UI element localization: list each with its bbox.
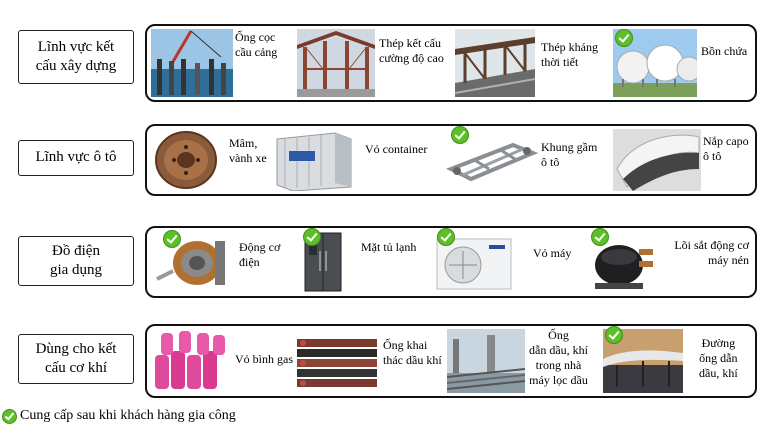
caption-container: Vỏ container [365,142,428,156]
item-refinery-pipe: Ống dẫn dầu, khí trong nhà máy lọc dầu [447,326,603,396]
steel-bridge-photo [455,29,535,97]
container-photo [275,129,353,191]
checkmark-icon [303,228,321,246]
item-storage-tank: Bồn chứa [613,26,751,100]
ac-unit-photo [433,231,515,293]
item-compressor: Lõi sắt động cơ máy nén [585,228,753,296]
row-label-automotive: Lĩnh vực ô tô [18,140,134,176]
item-car-chassis: Khung gầm ô tô [443,126,609,194]
checkmark-icon [2,408,17,424]
gas-cylinder-photo [151,329,229,393]
port-pipe-pile-photo [151,29,233,97]
caption-wheel-rim: Mâm, vành xe [229,136,267,165]
caption-high-strength-steel: Thép kết cấu cường độ cao [379,36,444,65]
row-label-construction: Lĩnh vực kết cấu xây dựng [18,30,134,84]
item-wheel-rim: Mâm, vành xe [151,126,275,194]
row-mechanical: Vỏ bình gas Ống khai thác dầu khí [145,324,757,398]
oil-pipe-photo [297,329,377,393]
item-port-pipe-pile: Ống cọc cầu cảng [151,26,297,100]
item-electric-motor: Động cơ điện [153,228,297,296]
item-gas-cylinder: Vỏ bình gas [151,326,297,396]
row-construction: Ống cọc cầu cảng Thép kết cấu cường độ c… [145,24,757,102]
caption-gas-cylinder: Vỏ bình gas [235,352,293,366]
caption-ac-unit: Vỏ máy [533,246,572,260]
row-automotive: Mâm, vành xe Vỏ container [145,124,757,196]
caption-electric-motor: Động cơ điện [239,240,281,269]
row-label-appliances: Đồ điện gia dụng [18,236,134,286]
steel-structure-photo [297,29,375,97]
checkmark-icon [451,126,469,144]
item-car-hood: Nắp capo ô tô [613,126,753,194]
car-hood-photo [613,129,701,191]
caption-car-chassis: Khung gầm ô tô [541,140,598,169]
checkmark-icon [163,230,181,248]
caption-refrigerator: Mặt tủ lạnh [361,240,417,254]
checkmark-icon [437,228,455,246]
checkmark-icon [591,228,609,246]
item-weathering-steel: Thép kháng thời tiết [455,26,613,100]
checkmark-icon [605,326,623,344]
item-ac-unit: Vỏ máy [433,228,583,296]
electric-motor-photo [153,231,235,293]
legend: Cung cấp sau khi khách hàng gia công [2,408,236,424]
item-pipeline: Đường ống dẫn dầu, khí [603,326,753,396]
caption-weathering-steel: Thép kháng thời tiết [541,40,598,69]
row-appliances: Động cơ điện Mặt tủ lạnh [145,226,757,298]
item-high-strength-steel: Thép kết cấu cường độ cao [297,26,455,100]
caption-pipeline: Đường ống dẫn dầu, khí [699,336,738,380]
caption-port-pipe-pile: Ống cọc cầu cảng [235,30,278,59]
caption-compressor: Lõi sắt động cơ máy nén [674,238,749,267]
item-container: Vỏ container [275,126,441,194]
refinery-pipe-photo [447,329,525,393]
caption-storage-tank: Bồn chứa [701,44,748,58]
item-oil-pipe: Ống khai thác dầu khí [297,326,445,396]
row-label-mechanical: Dùng cho kết cấu cơ khí [18,334,134,384]
caption-car-hood: Nắp capo ô tô [703,134,749,163]
checkmark-icon [615,29,633,47]
caption-oil-pipe: Ống khai thác dầu khí [383,338,442,367]
caption-refinery-pipe: Ống dẫn dầu, khí trong nhà máy lọc dầu [529,328,588,387]
item-refrigerator: Mặt tủ lạnh [301,228,431,296]
wheel-rim-photo [151,129,221,191]
legend-text: Cung cấp sau khi khách hàng gia công [20,408,236,423]
storage-tank-photo [613,29,697,97]
